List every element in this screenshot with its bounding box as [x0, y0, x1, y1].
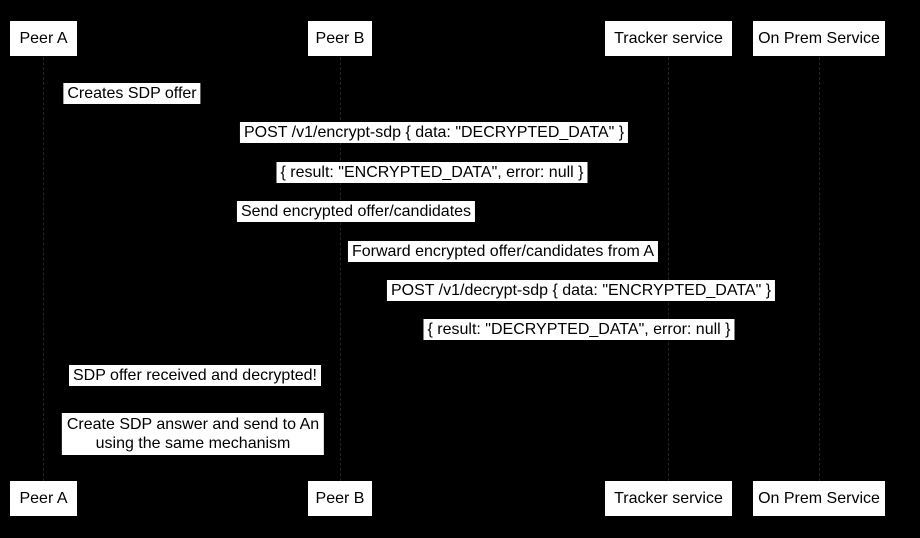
message-forward-encrypted-offer: Forward encrypted offer/candidates from … — [347, 241, 659, 262]
participant-label: On Prem Service — [758, 489, 880, 507]
participant-label: Peer B — [315, 489, 365, 507]
participant-peer-a-bottom: Peer A — [10, 481, 77, 516]
lifeline-peer-b — [340, 57, 341, 481]
message-send-encrypted-offer: Send encrypted offer/candidates — [236, 201, 476, 222]
message-encrypt-result: { result: "ENCRYPTED_DATA", error: null … — [276, 162, 588, 183]
note-line-2: using the same mechanism — [95, 435, 291, 452]
lifeline-on-prem-service — [819, 57, 820, 481]
participant-label: On Prem Service — [758, 29, 880, 47]
participant-peer-b-top: Peer B — [308, 21, 372, 56]
note-line-1: Create SDP answer and send to An — [66, 416, 320, 433]
lifeline-peer-a — [43, 57, 44, 481]
participant-peer-a-top: Peer A — [10, 21, 77, 56]
participant-label: Tracker service — [614, 489, 723, 507]
message-sdp-offer-received: SDP offer received and decrypted! — [69, 365, 321, 386]
participant-on-prem-service-bottom: On Prem Service — [753, 481, 885, 516]
message-creates-sdp-offer: Creates SDP offer — [63, 83, 201, 104]
participant-tracker-service-bottom: Tracker service — [605, 481, 732, 516]
participant-on-prem-service-top: On Prem Service — [753, 21, 885, 56]
participant-label: Peer B — [315, 29, 365, 47]
message-decrypt-result: { result: "DECRYPTED_DATA", error: null … — [423, 319, 735, 340]
note-create-sdp-answer: Create SDP answer and send to An using t… — [61, 413, 325, 455]
participant-tracker-service-top: Tracker service — [605, 21, 732, 56]
lifeline-tracker-service — [668, 57, 669, 481]
participant-peer-b-bottom: Peer B — [308, 481, 372, 516]
participant-label: Tracker service — [614, 29, 723, 47]
message-post-encrypt-sdp: POST /v1/encrypt-sdp { data: "DECRYPTED_… — [239, 122, 629, 143]
participant-label: Peer A — [19, 29, 68, 47]
participant-label: Peer A — [19, 489, 68, 507]
message-post-decrypt-sdp: POST /v1/decrypt-sdp { data: "ENCRYPTED_… — [386, 280, 776, 301]
